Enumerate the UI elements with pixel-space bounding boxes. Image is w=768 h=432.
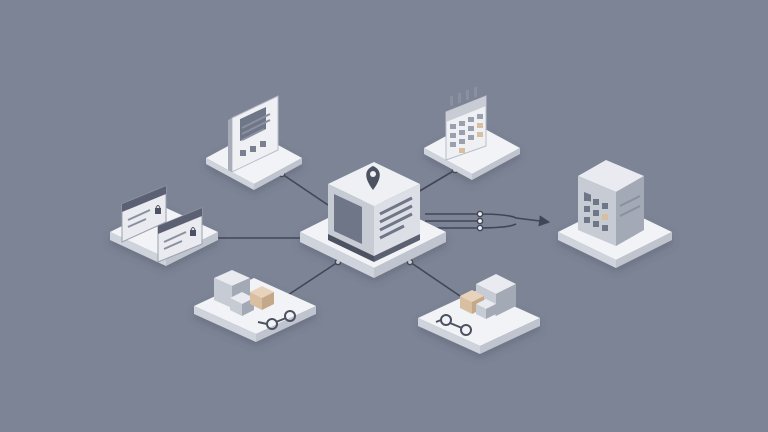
connector-cal-hub — [417, 169, 456, 193]
packages-left-node — [194, 278, 316, 342]
packages-with-link-icon — [214, 270, 296, 330]
connector-dot — [476, 210, 484, 218]
locked-cards-icon — [121, 185, 203, 263]
location-pin-icon — [366, 166, 380, 190]
document-form-icon — [228, 95, 279, 173]
calendar-icon — [445, 87, 487, 161]
connector-doc-hub — [281, 173, 329, 206]
server-rack-icon — [578, 160, 644, 246]
connector-hub-server-lower — [425, 223, 517, 229]
connector-pkgleft-hub — [287, 261, 339, 296]
connector-dot — [476, 224, 484, 232]
connector-pkgright-hub — [409, 261, 461, 297]
connector-dot — [476, 217, 484, 225]
packages-with-link-icon — [435, 274, 516, 336]
packages-right-node — [418, 290, 540, 354]
